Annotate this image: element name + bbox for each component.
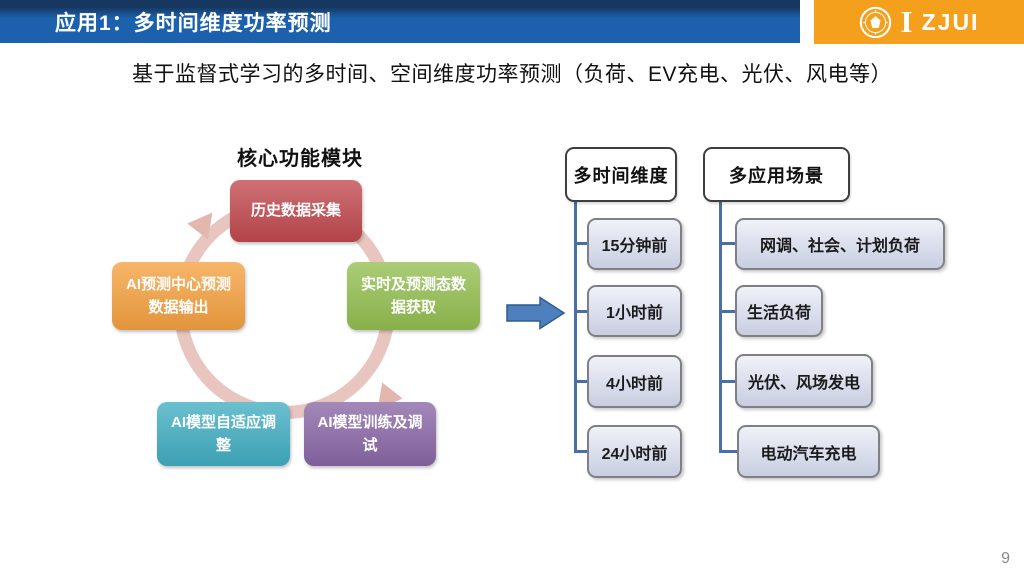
scene-item-pv-wind: 光伏、风场发电	[735, 354, 873, 408]
header-bar: 应用1：多时间维度功率预测	[0, 0, 800, 43]
scene-tree-connector	[719, 380, 735, 383]
page-number: 9	[1001, 550, 1010, 567]
time-tree-connector	[574, 380, 587, 383]
cycle-node-prediction-output: AI预测中心预测 数据输出	[112, 262, 245, 330]
scene-tree-connector	[719, 450, 737, 453]
cycle-node-label: AI预测中心预测 数据输出	[125, 275, 231, 316]
scene-item-label: 光伏、风场发电	[747, 375, 860, 392]
time-tree-title: 多时间维度	[573, 165, 669, 186]
subtitle: 基于监督式学习的多时间、空间维度功率预测（负荷、EV充电、光伏、风电等）	[131, 63, 892, 86]
cycle-node-label: 实时及预测态数 据获取	[360, 275, 466, 316]
time-tree-connector	[574, 310, 587, 313]
scene-tree-title: 多应用场景	[729, 165, 824, 186]
scene-item-ev-charging: 电动汽车充电	[737, 425, 880, 478]
time-item-15min: 15分钟前	[587, 218, 682, 270]
time-item-label: 1小时前	[606, 305, 663, 322]
slide-title: 应用1：多时间维度功率预测	[55, 12, 332, 35]
scene-item-living-load: 生活负荷	[735, 285, 823, 337]
scene-item-label: 网调、社会、计划负荷	[759, 238, 920, 255]
time-item-24hour: 24小时前	[587, 425, 682, 478]
illinois-block-i-icon: I	[900, 3, 913, 39]
zjui-logo-text: ZJUI	[921, 8, 980, 35]
cycle-title: 核心功能模块	[237, 148, 363, 170]
cycle-node-label: 历史数据采集	[250, 202, 341, 220]
zju-seal-icon	[859, 6, 891, 38]
time-item-label: 24小时前	[601, 445, 668, 463]
cycle-node-label: AI模型自适应调 整	[170, 413, 276, 454]
scene-tree-connector	[719, 310, 735, 313]
time-tree-line	[574, 202, 577, 451]
scene-tree-connector	[719, 242, 735, 245]
brand-block: I ZJUI	[814, 0, 1024, 44]
cycle-node-model-adaptive: AI模型自适应调 整	[157, 402, 290, 466]
time-item-label: 4小时前	[606, 375, 663, 393]
cycle-node-realtime-data: 实时及预测态数 据获取	[347, 262, 480, 330]
time-tree-connector	[574, 450, 587, 453]
cycle-node-history-data-collection: 历史数据采集	[230, 180, 362, 242]
time-item-1hour: 1小时前	[587, 285, 682, 337]
scene-tree-header: 多应用场景	[703, 147, 850, 202]
scene-tree-line	[719, 202, 722, 451]
time-item-4hour: 4小时前	[587, 355, 682, 408]
time-tree-header: 多时间维度	[565, 147, 677, 202]
scene-item-grid-load: 网调、社会、计划负荷	[735, 218, 945, 270]
cycle-node-model-training: AI模型训练及调 试	[304, 402, 436, 466]
scene-item-label: 电动汽车充电	[760, 445, 857, 463]
right-arrow-icon	[506, 296, 566, 330]
time-item-label: 15分钟前	[601, 238, 668, 255]
time-tree-connector	[574, 242, 587, 245]
scene-item-label: 生活负荷	[746, 305, 811, 322]
cycle-node-label: AI模型训练及调 试	[317, 413, 423, 454]
